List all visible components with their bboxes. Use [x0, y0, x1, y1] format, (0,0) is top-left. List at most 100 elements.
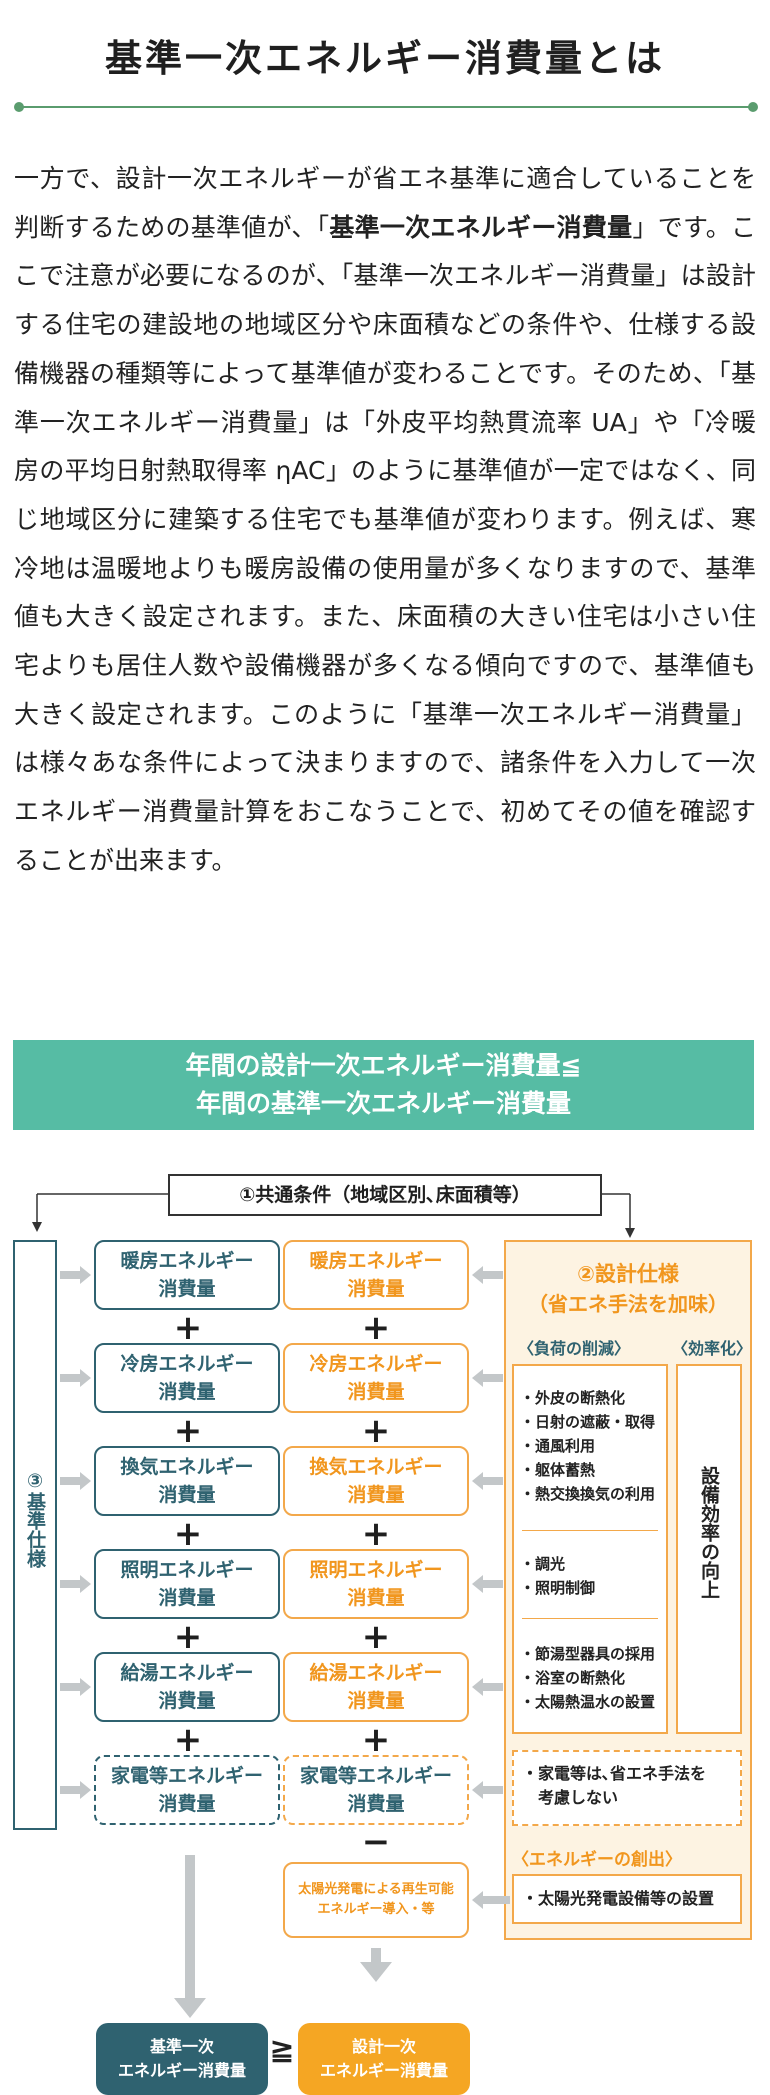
design-ventilation-line2: 消費量 [347, 1484, 405, 1506]
energy-creation-header: 〈エネルギーの創出〉 [512, 1850, 682, 1870]
design-row-arrow-head [472, 1781, 483, 1799]
plus-std-3: + [173, 1514, 203, 1554]
body-paragraph: 一方で、設計一次エネルギーが省エネ基準に適合していることを判断するための基準値が… [14, 155, 756, 886]
design-cooling-line1: 冷房エネルギー [309, 1353, 443, 1375]
design-lighting-line2: 消費量 [347, 1587, 405, 1609]
efficiency-text: 設備効率の向上 [698, 1466, 720, 1599]
load-item: ・調光 [520, 1555, 566, 1573]
plus-std-5: + [173, 1720, 203, 1760]
std-row-arrow-bar [60, 1374, 80, 1382]
result-standard-line1: 基準一次 [149, 2037, 214, 2056]
result-standard-box: 基準一次エネルギー消費量 [96, 2023, 268, 2095]
std-row-arrow-bar [60, 1786, 80, 1794]
design-row-arrow-head [472, 1472, 483, 1490]
common-condition-box: ①共通条件（地域区別､床面積等） [168, 1174, 602, 1216]
design-heating-line1: 暖房エネルギー [309, 1250, 443, 1272]
std-hotwater-line1: 給湯エネルギー [120, 1662, 254, 1684]
design-cooling-line2: 消費量 [347, 1381, 405, 1403]
appliance-note-box [512, 1750, 742, 1826]
energy-creation-box [512, 1874, 742, 1924]
plus-std-1: + [173, 1308, 203, 1348]
design-heating-box: 暖房エネルギー消費量 [283, 1240, 469, 1310]
design-down-arrow-head [360, 1962, 392, 1982]
plus-design-5: + [361, 1720, 391, 1760]
std-ventilation-line1: 換気エネルギー [120, 1456, 254, 1478]
page-title: 基準一次エネルギー消費量とは [105, 37, 665, 80]
design-row-arrow-head [472, 1678, 483, 1696]
design-hotwater-line1: 給湯エネルギー [309, 1662, 443, 1684]
std-row-arrow-head [80, 1575, 91, 1593]
load-item: ・照明制御 [520, 1579, 596, 1597]
plus-std-2: + [173, 1411, 203, 1451]
appliance-note: ・家電等は､省エネ手法を 考慮しない [522, 1762, 706, 1810]
std-down-arrow-head [174, 1998, 206, 2018]
std-row-arrow-head [80, 1678, 91, 1696]
divider-dot-left [14, 102, 24, 112]
std-lighting-line2: 消費量 [158, 1587, 216, 1609]
std-heating-line2: 消費量 [158, 1278, 216, 1300]
efficiency-header: 〈効率化〉 [672, 1339, 753, 1358]
design-appliance-box: 家電等エネルギー消費量 [283, 1755, 469, 1825]
solar-line2: エネルギー導入・等 [317, 1902, 435, 1917]
result-design-line1: 設計一次 [351, 2037, 416, 2056]
load-group-3: ・節湯型器具の採用 ・浴室の断熱化 ・太陽熱温水の設置 [520, 1642, 655, 1714]
paragraph-part1: 一方で、設計一次エネルギーが省エネ基準に適合していることを判断するための基準値が… [14, 164, 756, 242]
load-separator-2 [522, 1618, 658, 1619]
design-appliance-line1: 家電等エネルギー [299, 1765, 452, 1787]
std-row-arrow-head [80, 1472, 91, 1490]
efficiency-box: 設備効率の向上 [676, 1364, 742, 1734]
plus-design-1: + [361, 1308, 391, 1348]
load-item: ・外皮の断熱化 [520, 1389, 626, 1407]
load-item: ・日射の遮蔽・取得 [520, 1413, 656, 1431]
formula-banner: 年間の設計一次エネルギー消費量≦ 年間の基準一次エネルギー消費量 [13, 1040, 754, 1130]
design-row-arrow-bar [483, 1683, 503, 1691]
design-spec-title: ②設計仕様 [577, 1262, 679, 1286]
std-lighting-box: 照明エネルギー消費量 [94, 1549, 280, 1619]
std-row-arrow-head [80, 1266, 91, 1284]
standard-spec-label: ③基準仕様 [24, 1470, 46, 1568]
minus-design: − [361, 1822, 391, 1862]
std-heating-box: 暖房エネルギー消費量 [94, 1240, 280, 1310]
design-row-arrow-bar [483, 1374, 503, 1382]
load-item: ・太陽熱温水の設置 [520, 1693, 656, 1711]
design-row-arrow-bar [483, 1580, 503, 1588]
std-row-arrow-head [80, 1781, 91, 1799]
std-row-arrow-bar [60, 1683, 80, 1691]
load-item: ・熱交換換気の利用 [520, 1485, 656, 1503]
design-lighting-box: 照明エネルギー消費量 [283, 1549, 469, 1619]
load-group-1: ・外皮の断熱化 ・日射の遮蔽・取得 ・通風利用 ・躯体蓄熱 ・熱交換換気の利用 [520, 1386, 655, 1506]
common-arrow-left [32, 1222, 42, 1232]
banner-line-2: 年間の基準一次エネルギー消費量 [195, 1089, 571, 1118]
load-group-2: ・調光 ・照明制御 [520, 1552, 595, 1600]
design-ventilation-box: 換気エネルギー消費量 [283, 1446, 469, 1516]
design-cooling-box: 冷房エネルギー消費量 [283, 1343, 469, 1413]
std-hotwater-line2: 消費量 [158, 1690, 216, 1712]
common-arrow-right [625, 1228, 635, 1238]
result-standard-line2: エネルギー消費量 [117, 2061, 246, 2080]
banner-line-1: 年間の設計一次エネルギー消費量≦ [185, 1051, 582, 1080]
design-row-arrow-head [472, 1266, 483, 1284]
std-row-arrow-bar [60, 1477, 80, 1485]
title-divider [18, 106, 752, 108]
load-reduction-header: 〈負荷の削減〉 [518, 1339, 631, 1358]
std-appliance-line2: 消費量 [158, 1793, 216, 1815]
design-heating-line2: 消費量 [347, 1278, 405, 1300]
load-separator-1 [522, 1530, 658, 1531]
std-row-arrow-bar [60, 1580, 80, 1588]
solar-line1: 太陽光発電による再生可能 [298, 1882, 454, 1897]
solar-arrow-bar [483, 1896, 510, 1904]
std-cooling-line2: 消費量 [158, 1381, 216, 1403]
std-appliance-box: 家電等エネルギー消費量 [94, 1755, 280, 1825]
std-row-arrow-bar [60, 1271, 80, 1279]
load-item: ・躯体蓄熱 [520, 1461, 596, 1479]
std-cooling-box: 冷房エネルギー消費量 [94, 1343, 280, 1413]
divider-dot-right [748, 102, 758, 112]
design-appliance-line2: 消費量 [347, 1793, 405, 1815]
std-hotwater-box: 給湯エネルギー消費量 [94, 1652, 280, 1722]
appliance-note-line1: ・家電等は､省エネ手法を [522, 1764, 707, 1783]
plus-design-3: + [361, 1514, 391, 1554]
design-row-arrow-bar [483, 1477, 503, 1485]
design-spec-subtitle: （省エネ手法を加味） [528, 1292, 728, 1316]
plus-design-2: + [361, 1411, 391, 1451]
geq-symbol: ≧ [269, 2032, 295, 2067]
